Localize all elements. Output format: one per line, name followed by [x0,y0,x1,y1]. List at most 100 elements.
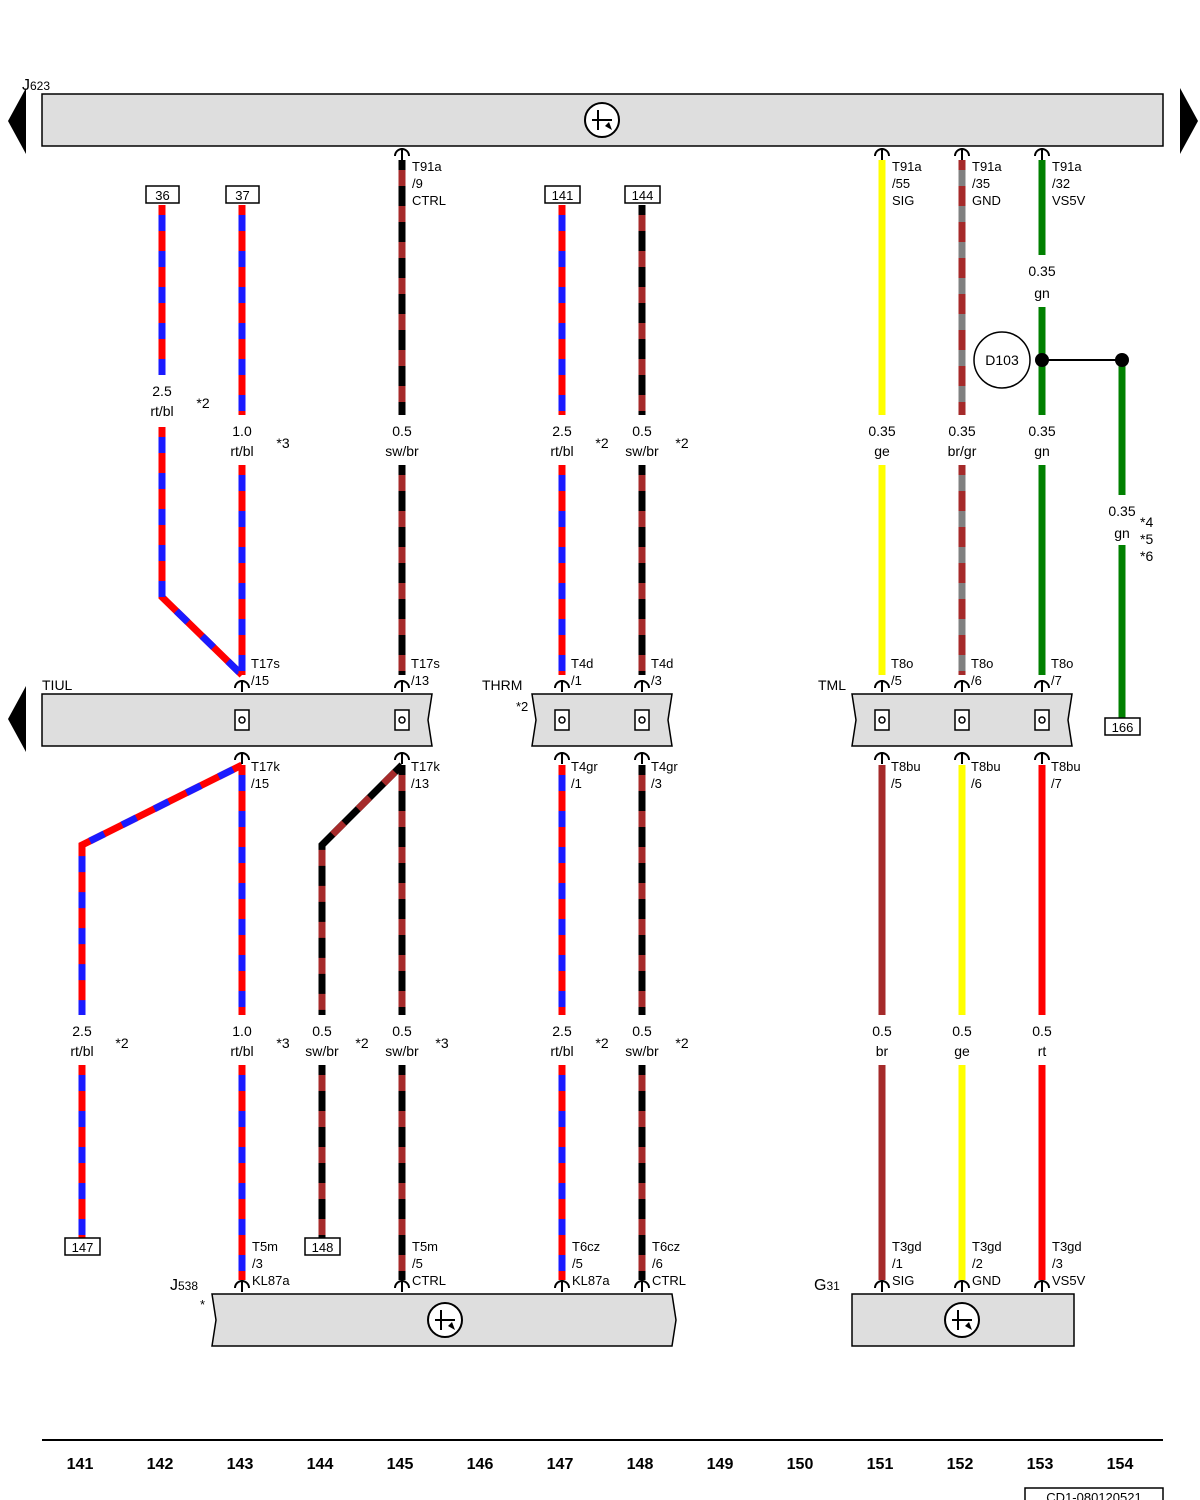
svg-text:SIG: SIG [892,193,914,208]
footnote-label: *3 [276,435,289,451]
svg-text:/9: /9 [412,176,423,191]
svg-text:T91a: T91a [892,159,922,174]
svg-text:T17k: T17k [411,759,440,774]
wire-size-label: 0.5 [872,1023,892,1039]
svg-text:/6: /6 [971,673,982,688]
column-number: 154 [1107,1456,1134,1473]
column-number: 143 [227,1456,254,1473]
wire-size-label: 2.5 [152,383,172,399]
ref-box[interactable]: 166 [1104,717,1141,736]
svg-text:/1: /1 [571,673,582,688]
wire-size-label: 0.5 [392,1023,412,1039]
column-number: 144 [307,1456,334,1473]
svg-text:T17s: T17s [411,656,440,671]
footnote-label: *2 [196,395,209,411]
wires-lower [78,761,1046,1280]
footnote-label: *2 [115,1035,128,1051]
wire-size-label: 0.35 [868,423,895,439]
svg-text:VS5V: VS5V [1052,193,1086,208]
svg-text:VS5V: VS5V [1052,1273,1086,1288]
svg-text:/15: /15 [251,673,269,688]
svg-text:T8o: T8o [1051,656,1073,671]
svg-text:SIG: SIG [892,1273,914,1288]
continue-left-arrow[interactable] [8,686,26,752]
svg-text:T4gr: T4gr [651,759,678,774]
svg-text:T17s: T17s [251,656,280,671]
ref-box[interactable]: 36 [145,185,180,204]
document-code: CD1-080120521 [1024,1487,1164,1500]
wire-color-label: rt/bl [150,403,173,419]
column-number: 145 [387,1456,414,1473]
svg-text:141: 141 [552,188,574,203]
component-label: G31 [814,1277,840,1294]
ref-box[interactable]: 141 [544,185,581,204]
svg-text:T8bu: T8bu [1051,759,1081,774]
svg-text:/2: /2 [972,1256,983,1271]
svg-text:T6cz: T6cz [652,1239,680,1254]
pin-icon [634,709,650,731]
pin-icon [234,709,250,731]
sensor-g31[interactable] [851,1293,1075,1347]
ref-box[interactable]: 147 [64,1237,101,1256]
footnote-label: *2 [355,1035,368,1051]
svg-text:GND: GND [972,193,1001,208]
splice-d103[interactable] [973,331,1031,389]
svg-text:/3: /3 [252,1256,263,1271]
wire-size-label: 0.5 [312,1023,332,1039]
footnote-label: *3 [435,1035,448,1051]
svg-text:T5m: T5m [252,1239,278,1254]
svg-text:/3: /3 [1052,1256,1063,1271]
wire-color-label: gn [1034,285,1050,301]
pin-icon [394,709,410,731]
column-number: 146 [467,1456,494,1473]
wire-color-label: sw/br [305,1043,339,1059]
wire-color-label: rt/bl [70,1043,93,1059]
svg-text:/5: /5 [412,1256,423,1271]
svg-text:T4d: T4d [651,656,673,671]
pin-label: T91a /9 CTRL [412,159,446,208]
wire-color-label: gn [1114,525,1130,541]
column-number: 149 [707,1456,734,1473]
wire-color-label: gn [1034,443,1050,459]
wire-size-label: 0.35 [1028,423,1055,439]
ref-box[interactable]: 148 [304,1237,341,1256]
wire-size-label: 0.5 [1032,1023,1052,1039]
svg-text:T3gd: T3gd [972,1239,1002,1254]
ref-box[interactable]: 37 [225,185,260,204]
connector-thrm[interactable] [531,693,673,747]
ref-box[interactable]: 144 [624,185,661,204]
pin-label: T91a /32 VS5V [1052,159,1086,208]
svg-text:36: 36 [155,188,169,203]
svg-text:*4: *4 [1140,514,1153,530]
continue-right-arrow[interactable] [1180,88,1198,154]
wire-color-label: rt/bl [230,443,253,459]
svg-text:T8bu: T8bu [971,759,1001,774]
svg-text:/1: /1 [571,776,582,791]
wire-color-label: br [876,1043,889,1059]
svg-text:/55: /55 [892,176,910,191]
svg-text:/5: /5 [891,776,902,791]
wire-size-label: 0.35 [948,423,975,439]
svg-text:T4gr: T4gr [571,759,598,774]
svg-text:147: 147 [72,1240,94,1255]
wire-color-label: ge [874,443,890,459]
wire-size-label: 2.5 [552,1023,572,1039]
wire-color-label: sw/br [385,443,419,459]
wire-color-label: rt/bl [550,1043,573,1059]
svg-text:/6: /6 [652,1256,663,1271]
svg-text:*6: *6 [1140,548,1153,564]
control-unit-j623[interactable] [41,93,1164,147]
junction-dot [1115,353,1129,367]
svg-text:/5: /5 [572,1256,583,1271]
svg-text:KL87a: KL87a [572,1273,610,1288]
connector-pins [234,709,1050,731]
svg-text:T91a: T91a [1052,159,1082,174]
pin-icon [1034,709,1050,731]
svg-text:144: 144 [632,188,654,203]
footnote-label: *2 [675,1035,688,1051]
wire-color-label: ge [954,1043,970,1059]
pin-icon [954,709,970,731]
svg-text:T91a: T91a [412,159,442,174]
control-unit-j538[interactable] [211,1293,677,1347]
continue-left-arrow[interactable] [8,88,26,154]
